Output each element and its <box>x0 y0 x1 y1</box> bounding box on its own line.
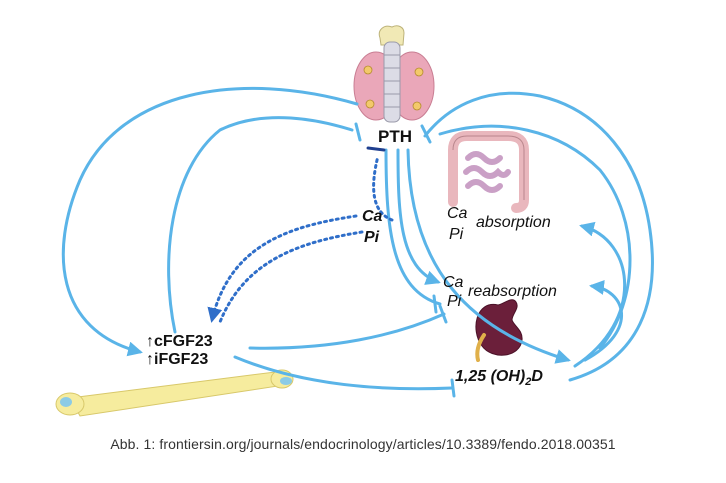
arrow-pth-to-fgf23-outer <box>61 86 359 357</box>
absorption-ca-label: Ca <box>447 205 468 222</box>
ca-label: Ca <box>362 208 383 225</box>
inhibit-vitd-to-pth-outer <box>423 91 654 382</box>
thyroid-parathyroid-icon <box>353 25 435 123</box>
dotted-ca-pi-to-pth <box>372 154 394 222</box>
vitamin-d-end: D <box>531 368 543 385</box>
reabsorption-label: reabsorption <box>468 283 557 300</box>
cfgf23-label: ↑cFGF23 <box>146 333 213 350</box>
arrow-vitd-to-absorption <box>573 221 626 368</box>
inhibit-fgf23-to-reabsorption <box>248 312 446 350</box>
kidney-icon <box>475 299 523 362</box>
ifgf23-label: ↑iFGF23 <box>146 351 209 368</box>
bone-icon <box>55 369 294 417</box>
dotted-links <box>207 154 394 324</box>
inhibition-bars <box>354 122 456 398</box>
pth-label: PTH <box>378 127 412 146</box>
vitamin-d-main: 1,25 (OH) <box>455 368 526 385</box>
arrow-vitd-to-reabsorption <box>583 280 623 362</box>
inhibit-fgf23-to-vitd <box>233 355 454 391</box>
absorption-label: absorption <box>476 214 551 231</box>
reabsorption-ca-label: Ca <box>443 274 464 291</box>
reabsorption-pi-label: Pi <box>447 293 462 310</box>
dotted-ca-pi-to-fgf23-2 <box>218 230 364 324</box>
vitamin-d-label: 1,25 (OH)2D <box>455 368 543 388</box>
inhibit-pth-to-pi-reabsorption <box>384 148 442 306</box>
inhibit-fgf23-to-pth <box>167 116 354 334</box>
arrow-pth-to-reabsorption <box>396 148 441 285</box>
regulation-arrows <box>61 86 654 391</box>
figure-caption: Abb. 1: frontiersin.org/journals/endocri… <box>110 436 616 452</box>
intestine-icon <box>448 131 529 213</box>
dotted-ca-pi-to-fgf23 <box>207 214 358 323</box>
absorption-pi-label: Pi <box>449 226 464 243</box>
pi-label: Pi <box>364 229 380 246</box>
vitamin-d-subscript: 2 <box>525 376 532 389</box>
arrow-pth-to-vitd <box>406 148 571 364</box>
